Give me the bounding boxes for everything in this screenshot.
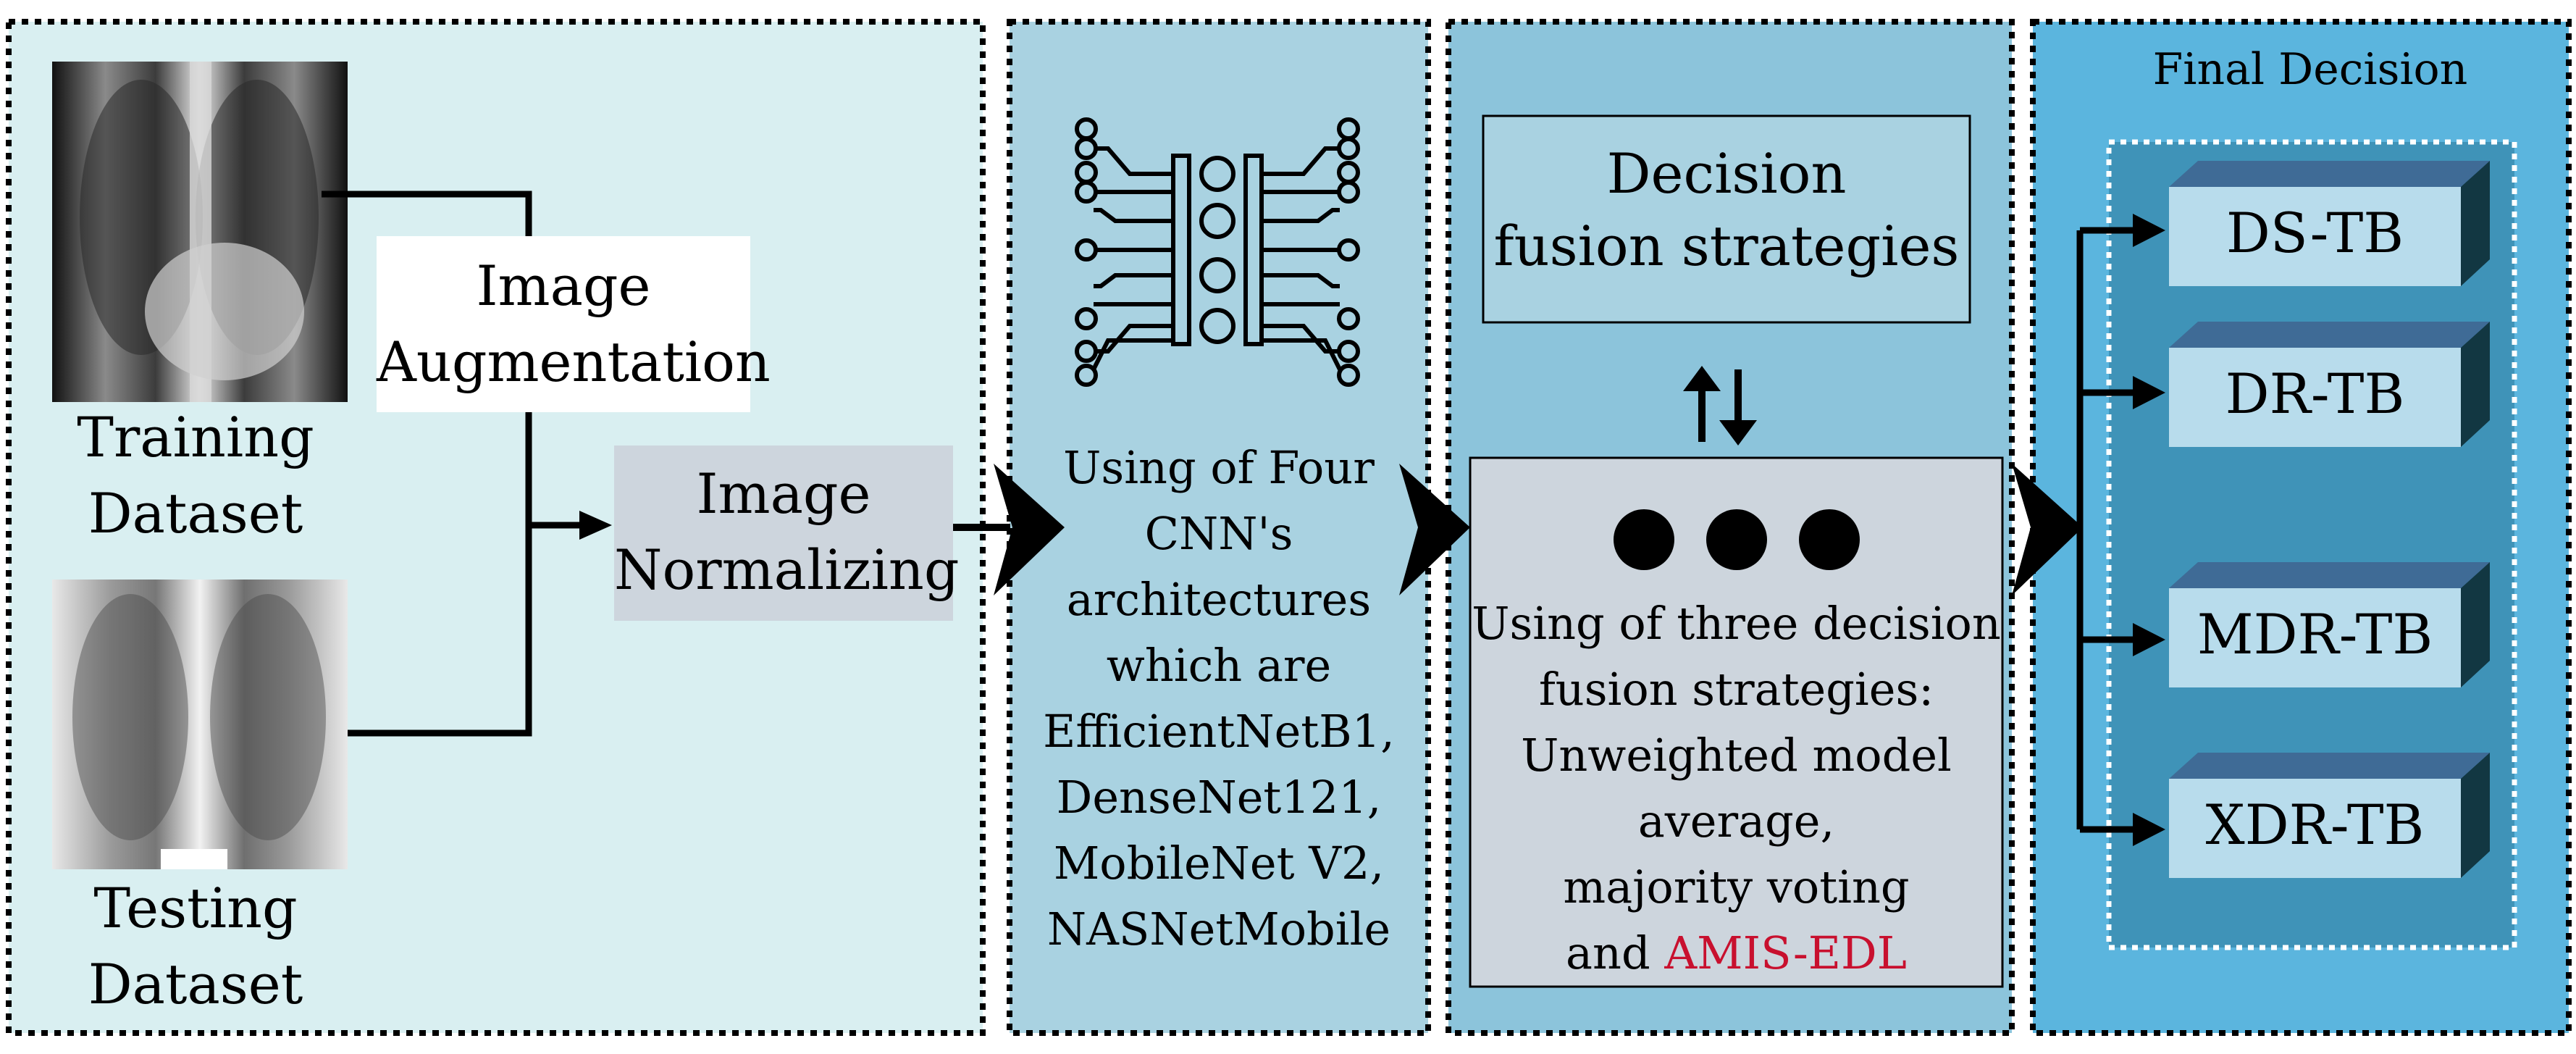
- up-down-arrows-icon: [1683, 366, 1757, 446]
- class-box-xdr-tb: [2169, 753, 2490, 878]
- training-xray-image: [52, 62, 348, 402]
- class-label-ds-tb: DS-TB: [2225, 201, 2404, 265]
- cnn-description: Using of Four CNN's architectures which …: [1043, 441, 1395, 955]
- decision-fusion-label: Decision fusion strategies: [1493, 141, 1960, 278]
- augmentation-box: [377, 236, 750, 412]
- neural-network-chip-icon: [1075, 117, 1360, 387]
- class-box-dr-tb: [2169, 322, 2490, 447]
- testing-dataset-label: Testing Dataset: [88, 876, 303, 1016]
- class-box-ds-tb: [2169, 161, 2490, 286]
- decision-fusion-box: [1482, 114, 1971, 324]
- merge-connectors: [322, 191, 587, 737]
- final-decision-title: Final Decision: [2152, 44, 2468, 95]
- class-label-mdr-tb: MDR-TB: [2197, 602, 2433, 666]
- testing-xray-image: [52, 580, 348, 869]
- augmentation-label: Image Augmentation: [377, 254, 771, 394]
- class-branch-connector: [2050, 227, 2140, 833]
- training-dataset-label: Training Dataset: [77, 405, 314, 545]
- class-label-dr-tb: DR-TB: [2225, 361, 2405, 426]
- arrow-to-normalizing: [579, 511, 612, 540]
- fusion-last-prefix: and: [1566, 927, 1665, 979]
- normalizing-label: Image Normalizing: [614, 461, 960, 602]
- class-branch-arrowheads: [2133, 214, 2165, 846]
- three-dots-icon: [1614, 509, 1860, 570]
- amis-edl-highlight: AMIS-EDL: [1664, 927, 1907, 979]
- fusion-description: Using of three decision fusion strategie…: [1472, 597, 2001, 979]
- class-label-xdr-tb: XDR-TB: [2205, 792, 2425, 857]
- flow-arrows: [953, 464, 2083, 595]
- normalizing-box: [614, 446, 953, 621]
- class-box-mdr-tb: [2169, 562, 2490, 687]
